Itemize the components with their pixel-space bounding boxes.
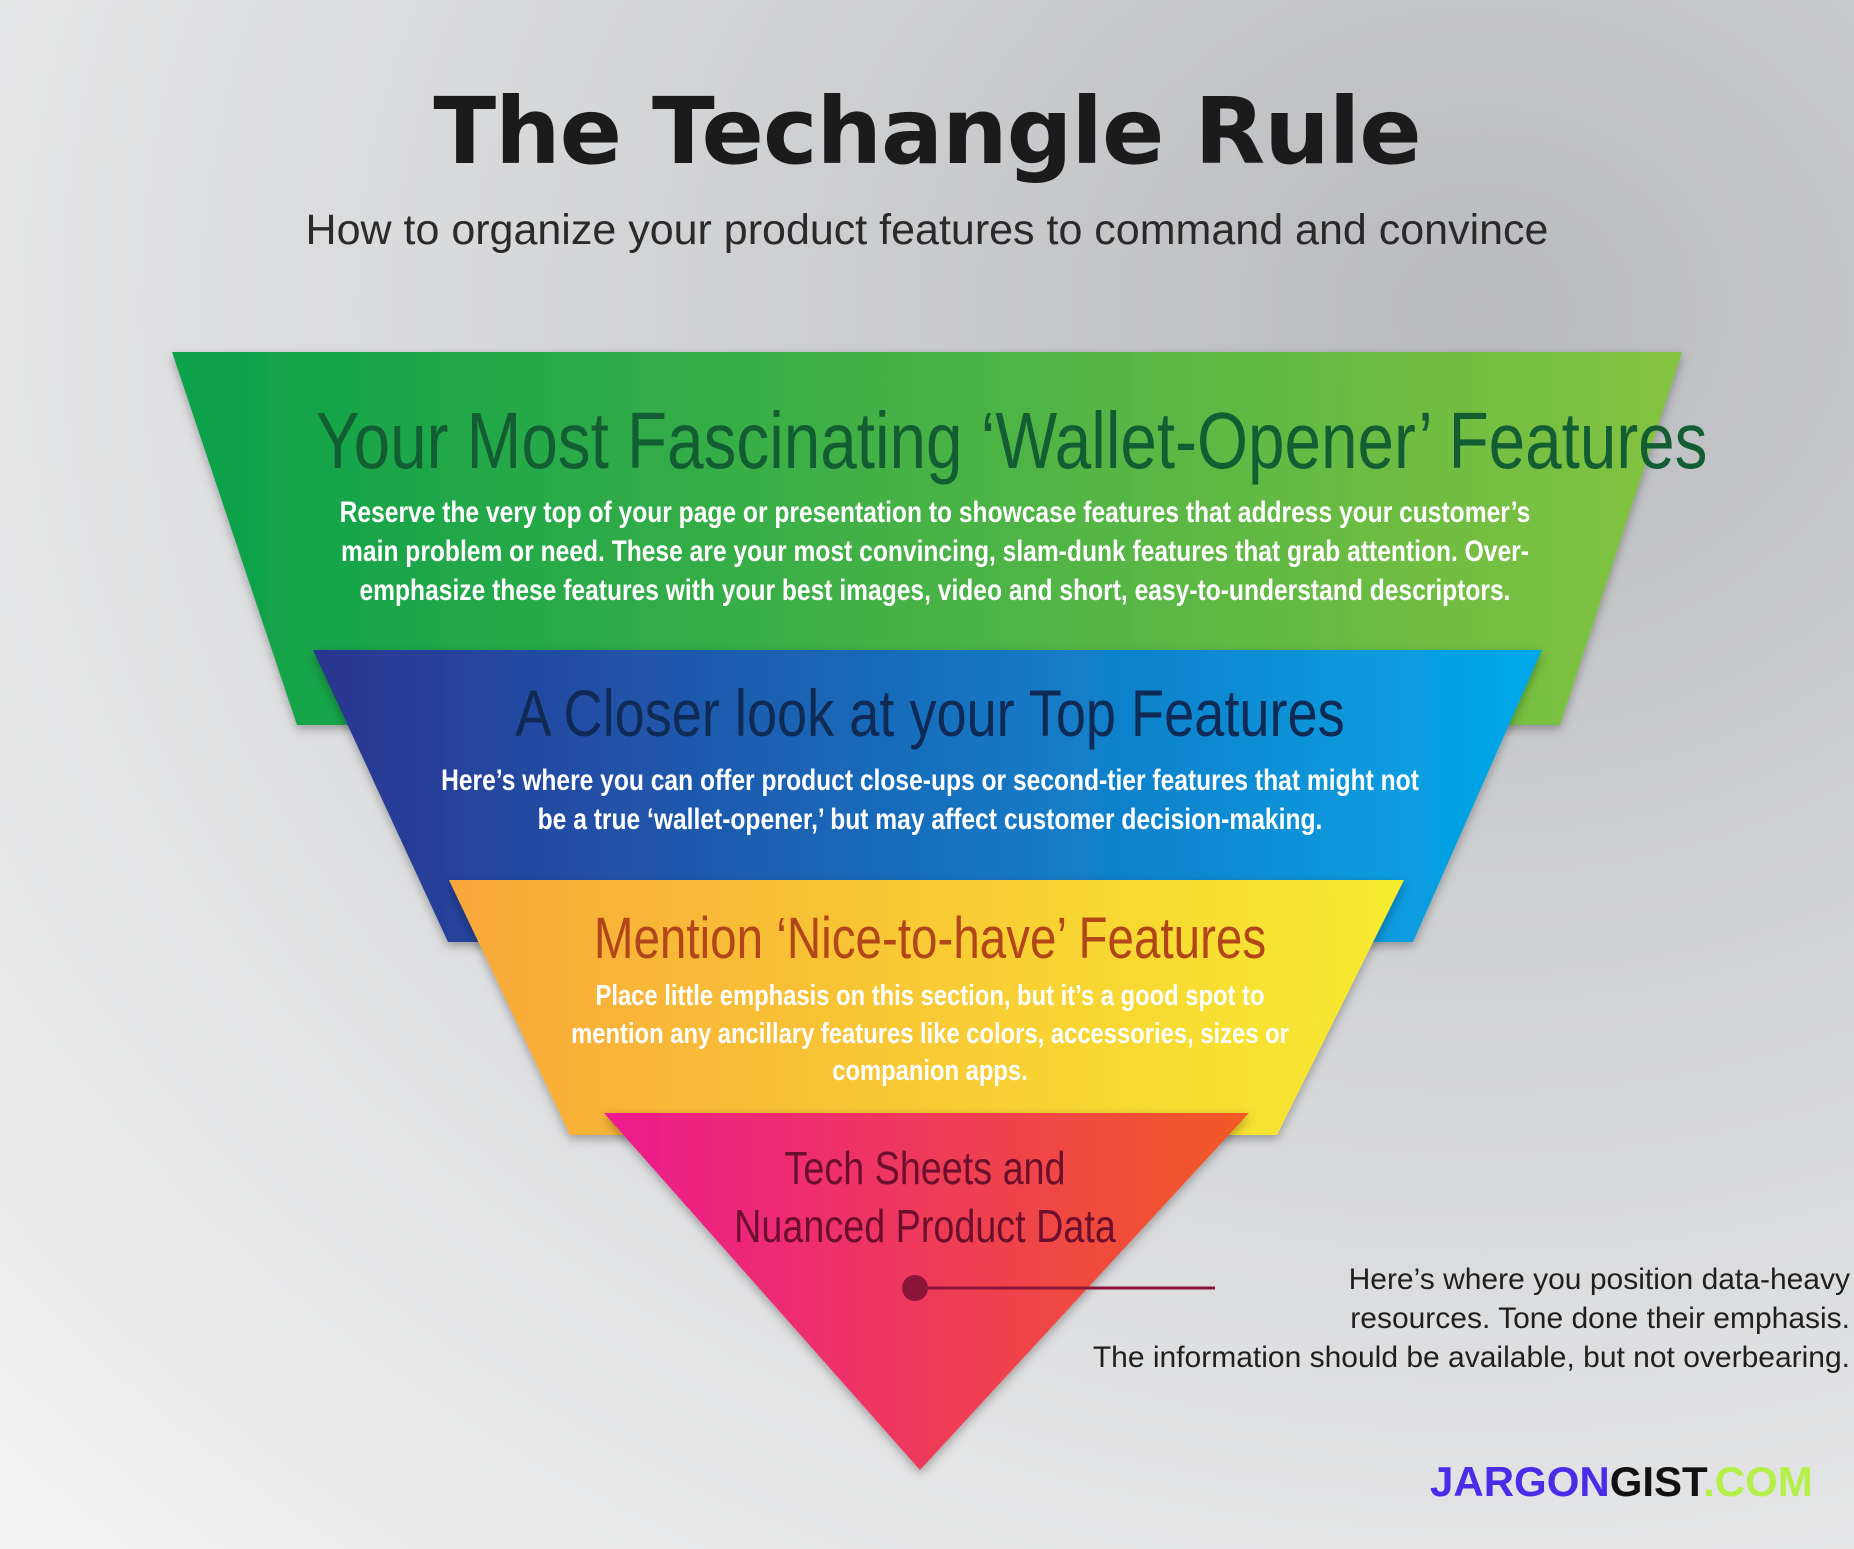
tier-1: Your Most Fascinating ‘Wallet-Opener’ Fe…	[180, 395, 1708, 610]
tier-2-heading: A Closer look at your Top Features	[515, 676, 1345, 750]
callout-dot	[902, 1275, 928, 1301]
tier-2-body: Here’s where you can offer product close…	[441, 764, 1419, 836]
tier-4-heading: Tech Sheets and Nuanced Product Data	[734, 1142, 1116, 1252]
tier-3-body: Place little emphasis on this section, b…	[571, 980, 1289, 1088]
tier-1-body: Reserve the very top of your page or pre…	[339, 496, 1531, 607]
tier-2: A Closer look at your Top Features Here’…	[330, 675, 1530, 839]
callout-line-2: resources. Tone done their emphasis.	[1350, 1302, 1850, 1335]
tier-3-heading: Mention ‘Nice-to-have’ Features	[593, 906, 1267, 971]
tier-1-heading: Your Most Fascinating ‘Wallet-Opener’ Fe…	[315, 396, 1708, 485]
logo-part-3: .COM	[1703, 1458, 1813, 1505]
tier-1-band	[172, 352, 1682, 725]
diagram-title: The Techangle Rule	[433, 78, 1421, 185]
tier-2-band	[313, 650, 1542, 942]
logo-part-2: GIST	[1609, 1458, 1704, 1505]
callout-line-3: The information should be available, but…	[1092, 1341, 1850, 1374]
callout-line-1: Here’s where you position data-heavy	[1348, 1263, 1850, 1296]
brand-logo: JARGONGIST.COM	[1430, 1458, 1813, 1506]
diagram-subtitle: How to organize your product features to…	[305, 206, 1549, 254]
callout-text: Here’s where you position data-heavy res…	[1090, 1260, 1850, 1377]
tier-4: Tech Sheets and Nuanced Product Data	[680, 1140, 1170, 1255]
logo-part-1: JARGON	[1430, 1458, 1610, 1505]
tier-3-band	[449, 880, 1404, 1135]
tier-3: Mention ‘Nice-to-have’ Features Place li…	[470, 905, 1390, 1091]
